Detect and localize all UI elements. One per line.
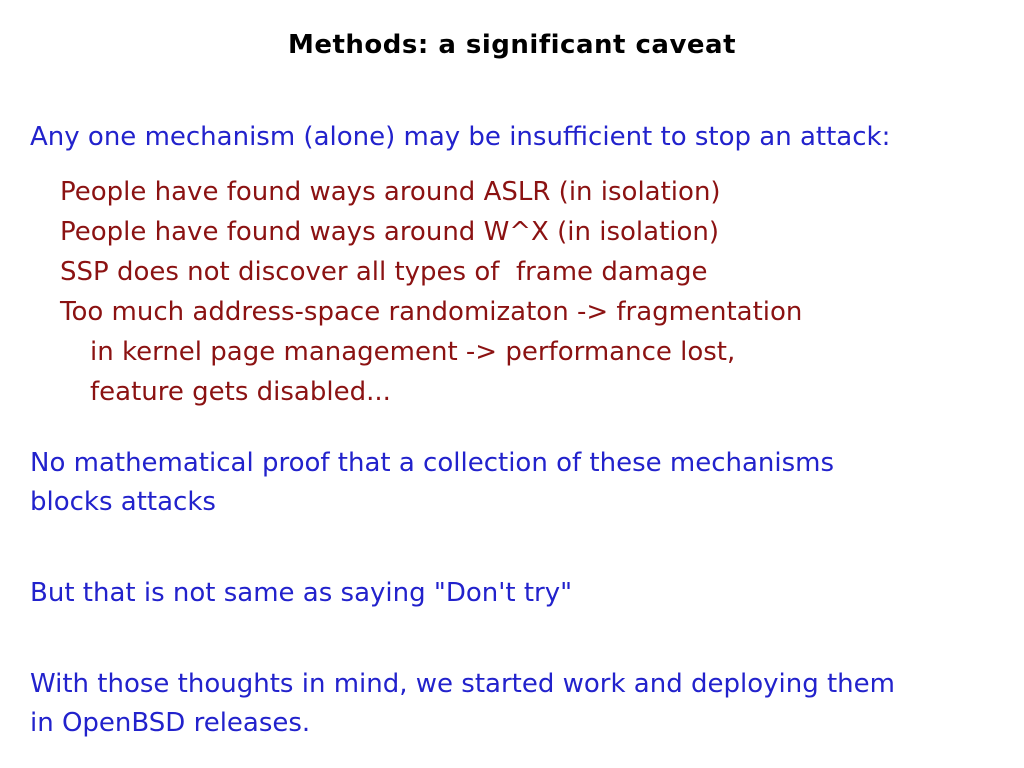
paragraph-openbsd: With those thoughts in mind, we started … — [30, 669, 895, 738]
caveat-item-randomization: Too much address-space randomizaton -> f… — [60, 297, 803, 327]
caveat-list: People have found ways around ASLR (in i… — [0, 172, 1024, 412]
caveat-item-wx: People have found ways around W^X (in is… — [60, 217, 720, 247]
caveat-item-aslr: People have found ways around ASLR (in i… — [60, 177, 721, 207]
caveat-item-ssp: SSP does not discover all types of frame… — [60, 257, 708, 287]
slide-title: Methods: a significant caveat — [287, 30, 737, 60]
paragraph-no-proof: No mathematical proof that a collection … — [30, 448, 835, 517]
intro-statement: Any one mechanism (alone) may be insuffi… — [30, 122, 891, 152]
caveat-item-kernel-page: in kernel page management -> performance… — [90, 337, 736, 367]
paragraph-dont-try: But that is not same as saying "Don't tr… — [30, 578, 573, 608]
caveat-item-feature-disabled: feature gets disabled... — [90, 377, 391, 407]
